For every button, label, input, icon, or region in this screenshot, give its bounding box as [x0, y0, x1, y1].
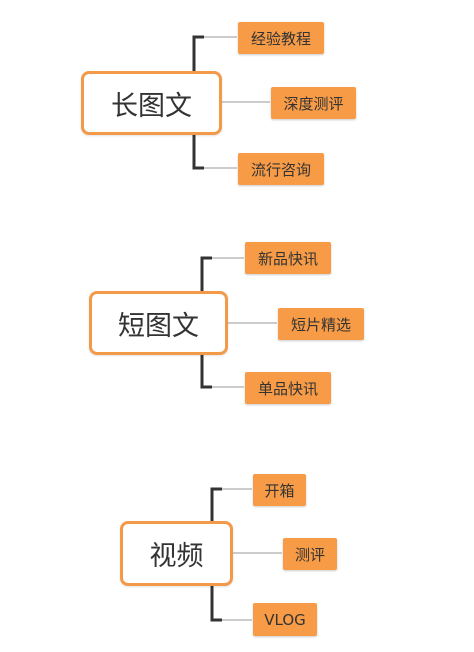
child-node-label: VLOG: [264, 610, 306, 629]
child-node-new-product-news: 新品快讯: [245, 242, 331, 274]
root-node-long-article: 长图文: [81, 71, 222, 135]
child-node-label: 短片精选: [290, 315, 351, 334]
child-node-short-picks: 短片精选: [278, 308, 364, 340]
child-node-tutorial: 经验教程: [238, 22, 324, 54]
child-node-label: 开箱: [264, 481, 295, 500]
root-node-label: 视频: [149, 541, 204, 572]
child-node-label: 深度测评: [283, 94, 344, 113]
child-node-label: 流行咨询: [250, 160, 311, 179]
root-node-label: 短图文: [118, 310, 199, 342]
child-node-single-product-news: 单品快讯: [245, 372, 331, 404]
child-node-trend-news: 流行咨询: [238, 153, 324, 185]
child-node-review: 测评: [283, 538, 337, 570]
child-node-label: 新品快讯: [257, 249, 318, 268]
child-node-unboxing: 开箱: [253, 474, 306, 506]
root-node-label: 长图文: [111, 90, 192, 122]
root-node-short-article: 短图文: [89, 291, 228, 355]
child-node-in-depth-review: 深度测评: [271, 87, 356, 119]
child-node-vlog: VLOG: [253, 603, 317, 636]
root-node-video: 视频: [120, 521, 233, 586]
child-node-label: 经验教程: [250, 29, 311, 48]
child-node-label: 单品快讯: [257, 379, 318, 398]
child-node-label: 测评: [294, 545, 325, 564]
